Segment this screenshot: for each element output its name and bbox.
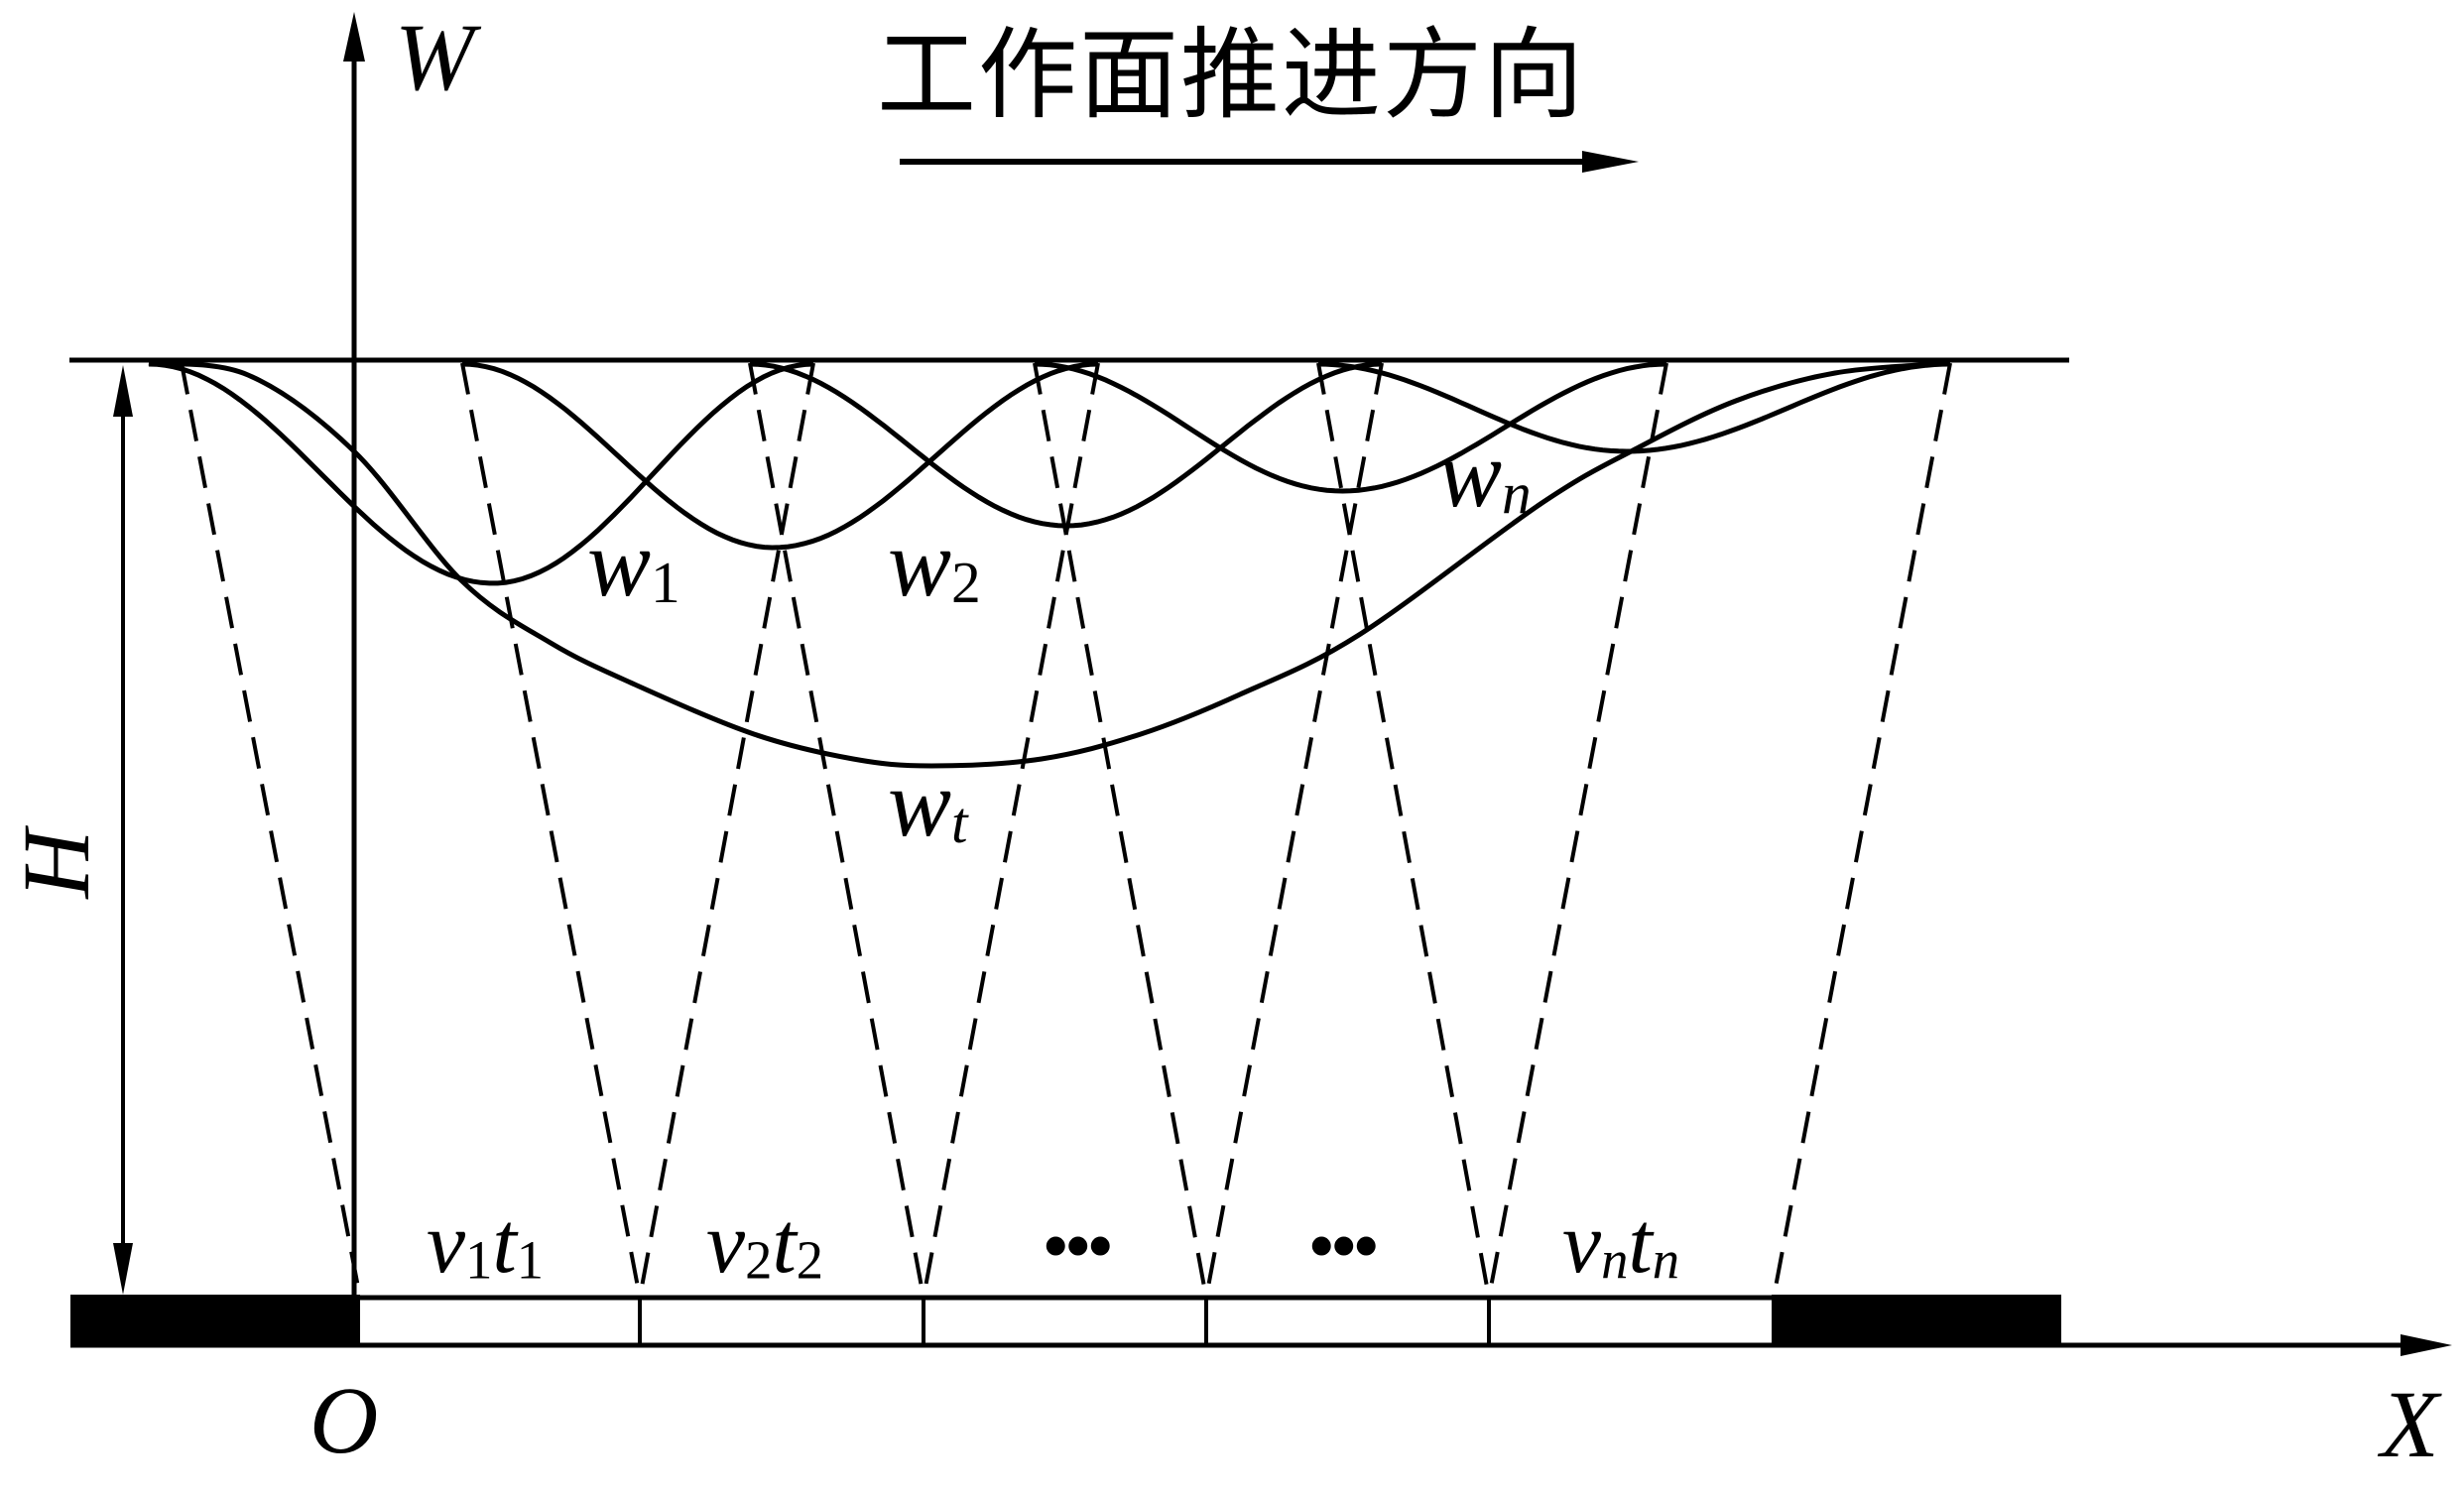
segment-ellipsis-2: ••• — [1309, 1208, 1379, 1285]
influence-dashed-line — [1487, 362, 1668, 1299]
subsidence-curve-step — [148, 361, 814, 586]
segment-label-n: vntn — [1562, 1200, 1679, 1288]
influence-dashed-line — [638, 362, 815, 1299]
time-subscript: n — [1652, 1229, 1680, 1291]
coal-pillar-left — [70, 1295, 360, 1347]
w-axis-arrowhead — [343, 12, 365, 62]
depth-arrowhead-top — [113, 365, 133, 417]
time-symbol: t — [772, 1195, 797, 1292]
subsidence-curve-step — [461, 361, 1099, 551]
advance-direction-title: 工作面推进方向 — [877, 17, 1585, 133]
velocity-symbol: v — [427, 1195, 466, 1292]
x-axis-label: X — [2381, 1371, 2439, 1477]
influence-boundary-lines — [180, 362, 1952, 1299]
velocity-symbol: v — [1562, 1195, 1602, 1292]
curve-label-subscript: n — [1502, 460, 1532, 527]
x-axis-arrowhead — [2401, 1334, 2452, 1356]
influence-dashed-line — [748, 362, 925, 1299]
segment-label-2: v2t2 — [706, 1200, 823, 1288]
influence-dashed-line — [1772, 362, 1952, 1299]
curve-label-wt: wt — [888, 756, 968, 853]
curve-label-subscript: t — [951, 790, 968, 856]
curve-label-w1: w1 — [587, 516, 680, 613]
curve-label-wn: wn — [1438, 427, 1532, 524]
subsidence-curve-step — [1034, 361, 1667, 494]
segment-label-1: v1t1 — [427, 1200, 544, 1288]
influence-dashed-line — [922, 362, 1100, 1299]
curve-label-base: w — [888, 510, 952, 616]
subsidence-curve-step — [749, 361, 1383, 529]
velocity-subscript: n — [1601, 1229, 1629, 1291]
time-subscript: 1 — [516, 1229, 545, 1291]
subsidence-curve-step — [1317, 361, 1951, 454]
time-symbol: t — [492, 1195, 517, 1292]
influence-dashed-line — [1204, 362, 1384, 1299]
influence-dashed-line — [460, 362, 642, 1299]
advance-direction-arrowhead — [1582, 151, 1639, 173]
curve-label-base: w — [888, 750, 952, 856]
curve-label-subscript: 2 — [951, 550, 981, 616]
subsidence-curves — [148, 360, 1951, 769]
origin-label: O — [309, 1367, 379, 1473]
coal-pillar-right — [1772, 1295, 2061, 1347]
segment-ellipsis-1: ••• — [1044, 1208, 1113, 1285]
velocity-subscript: 1 — [465, 1229, 493, 1291]
influence-dashed-line — [1316, 362, 1491, 1299]
influence-dashed-line — [180, 362, 362, 1299]
depth-arrowhead-bottom — [113, 1243, 133, 1295]
segment-dividers — [638, 1298, 1491, 1345]
curve-label-w2: w2 — [888, 516, 981, 613]
total-subsidence-curve — [148, 360, 1951, 769]
velocity-subscript: 2 — [745, 1229, 773, 1291]
curve-label-subscript: 1 — [651, 550, 680, 616]
velocity-symbol: v — [706, 1195, 746, 1292]
influence-dashed-line — [1033, 362, 1208, 1299]
curve-label-base: w — [1438, 421, 1503, 527]
depth-label: H — [3, 829, 109, 899]
w-axis-label: W — [395, 4, 474, 110]
time-symbol: t — [1628, 1195, 1653, 1292]
time-subscript: 2 — [796, 1229, 824, 1291]
curve-label-base: w — [587, 510, 652, 616]
